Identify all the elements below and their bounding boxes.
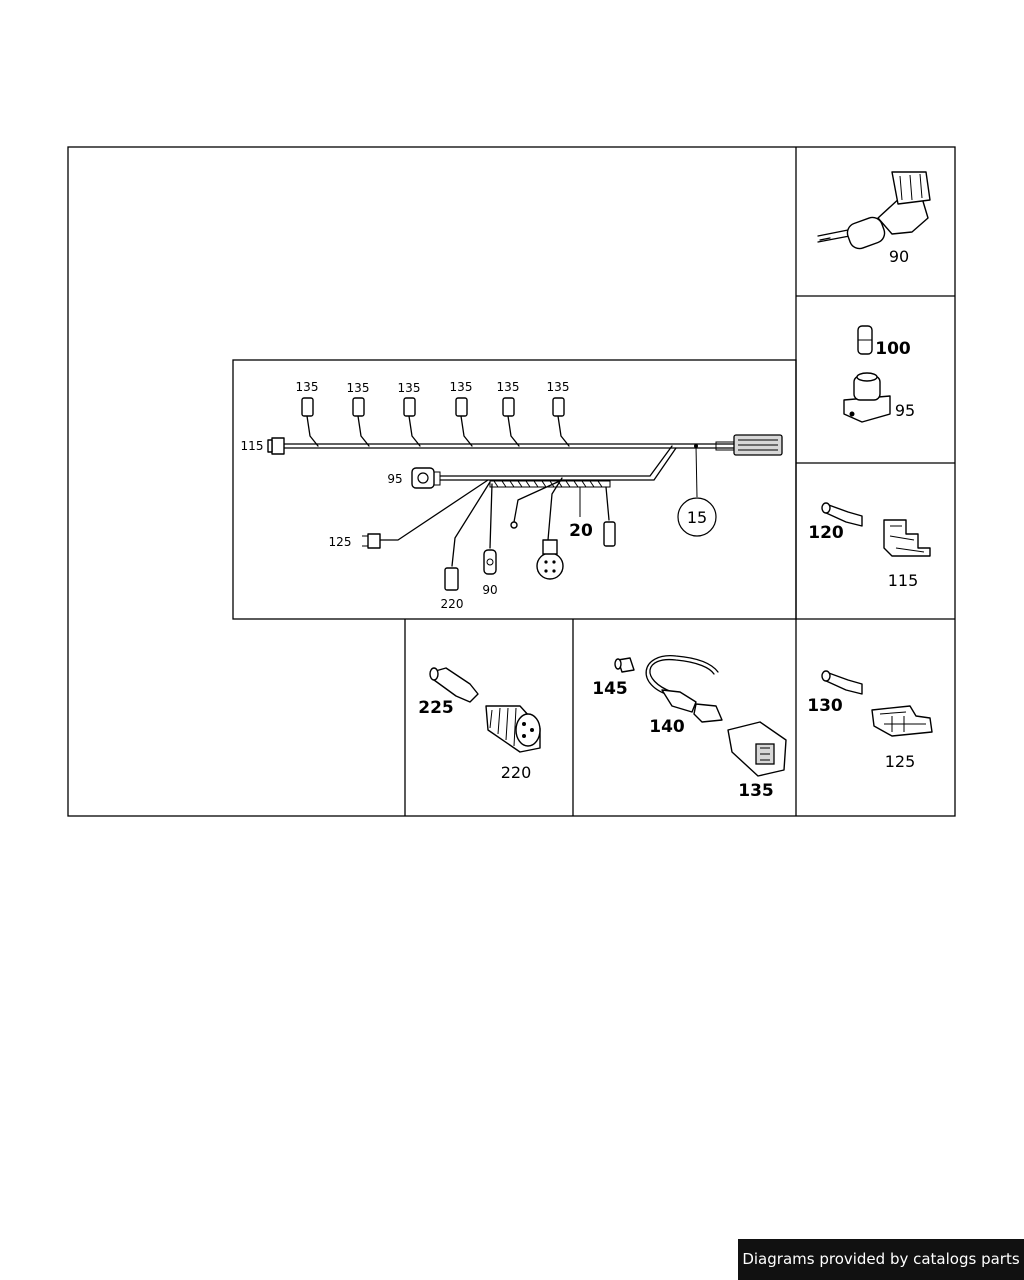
label-135-4: 135 — [450, 380, 473, 394]
detail-label-145: 145 — [592, 679, 628, 699]
label-125: 125 — [329, 535, 352, 549]
credit-banner: Diagrams provided by catalogs parts — [738, 1239, 1024, 1280]
label-95: 95 — [387, 472, 402, 486]
label-135-3: 135 — [398, 381, 421, 395]
label-115: 115 — [241, 439, 264, 453]
detail-label-95: 95 — [895, 401, 915, 420]
diagram-frames — [67, 146, 956, 817]
detail-90-sensor: 90 — [817, 171, 931, 266]
detail-label-120: 120 — [808, 523, 844, 543]
detail-135-140-145: 145 140 135 — [592, 655, 787, 801]
label-135-2: 135 — [347, 381, 370, 395]
label-20: 20 — [569, 521, 593, 541]
detail-label-225: 225 — [418, 698, 454, 718]
detail-label-100: 100 — [875, 339, 911, 359]
detail-label-125: 125 — [885, 752, 916, 771]
detail-label-220: 220 — [501, 763, 532, 782]
detail-label-90: 90 — [889, 247, 909, 266]
outer-frame — [67, 146, 956, 817]
detail-label-135: 135 — [738, 781, 774, 801]
label-135-5: 135 — [497, 380, 520, 394]
branch-connectors — [301, 397, 570, 447]
label-135-1: 135 — [296, 380, 319, 394]
detail-95-100: 100 95 — [843, 325, 915, 423]
detail-label-130: 130 — [807, 696, 843, 716]
detail-115-120: 120 115 — [808, 502, 931, 590]
detail-125-130: 130 125 — [807, 670, 933, 771]
label-90: 90 — [482, 583, 497, 597]
main-wiring-harness: 135 135 135 135 135 135 115 95 125 220 9… — [241, 380, 783, 611]
callout-circle — [677, 497, 717, 537]
label-135-6: 135 — [547, 380, 570, 394]
label-15: 15 — [687, 508, 707, 527]
harness-panel — [232, 359, 797, 620]
detail-label-115: 115 — [888, 571, 919, 590]
label-220: 220 — [441, 597, 464, 611]
detail-label-140: 140 — [649, 717, 685, 737]
detail-220-225: 225 220 — [418, 667, 541, 782]
